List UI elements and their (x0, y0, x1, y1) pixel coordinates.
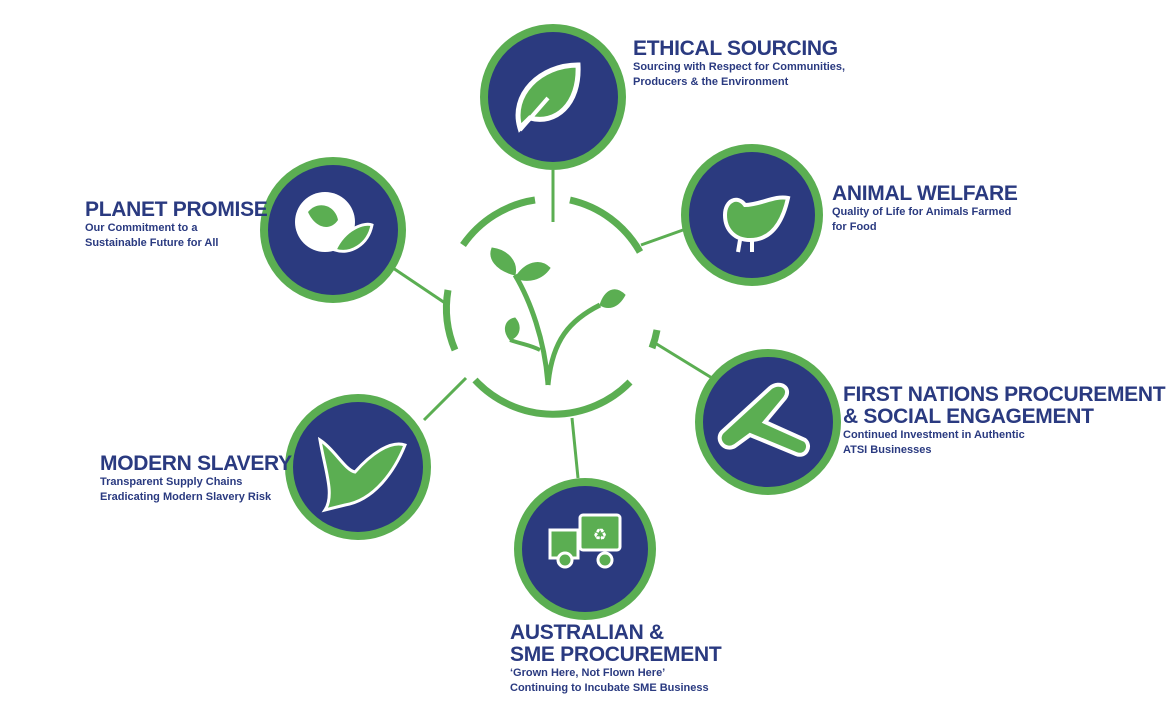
pillar-title: ETHICAL SOURCING (633, 37, 838, 60)
pillar-title: FIRST NATIONS PROCUREMENT (843, 383, 1166, 406)
pillar-subtitle: Transparent Supply Chains (100, 476, 243, 488)
pillar-subtitle: ATSI Businesses (843, 444, 932, 456)
leaf-icon (515, 62, 581, 133)
label-modern-slavery: MODERN SLAVERY Transparent Supply Chains… (100, 453, 292, 505)
circle-first-nations (695, 349, 841, 495)
label-first-nations: FIRST NATIONS PROCUREMENT & SOCIAL ENGAG… (843, 383, 1166, 458)
circle-animal-welfare (681, 144, 823, 286)
sprout-icon (490, 247, 626, 386)
label-australian-sme: AUSTRALIAN & SME PROCUREMENT ‘Grown Here… (510, 621, 722, 696)
pillar-subtitle: Our Commitment to a (85, 222, 198, 234)
pillar-subtitle: ‘Grown Here, Not Flown Here’ (510, 667, 666, 679)
pillar-subtitle: Quality of Life for Animals Farmed (832, 206, 1012, 218)
pillar-subtitle: Continuing to Incubate SME Business (510, 682, 709, 694)
pillar-subtitle: for Food (832, 221, 877, 233)
circle-modern-slavery (285, 394, 431, 540)
pillar-subtitle: Continued Investment in Authentic (843, 429, 1025, 441)
circle-ethical-sourcing (480, 24, 626, 170)
central-ring (442, 196, 661, 418)
label-ethical-sourcing: ETHICAL SOURCING Sourcing with Respect f… (633, 38, 845, 90)
recycling-truck-icon: ♻ (548, 513, 622, 569)
pillar-subtitle: Sourcing with Respect for Communities, (633, 61, 846, 73)
dove-icon (317, 436, 407, 513)
pillar-title: MODERN SLAVERY (100, 452, 292, 475)
connector-lines (389, 170, 713, 479)
bird-icon (722, 195, 791, 253)
label-planet-promise: PLANET PROMISE Our Commitment to a Susta… (85, 198, 268, 251)
svg-text:♻: ♻ (593, 527, 607, 544)
label-animal-welfare: ANIMAL WELFARE Quality of Life for Anima… (832, 183, 1018, 235)
pillar-title: SME PROCUREMENT (510, 643, 722, 666)
pillar-title: & SOCIAL ENGAGEMENT (843, 405, 1094, 428)
boomerang-icon (717, 382, 810, 457)
pillar-subtitle: Eradicating Modern Slavery Risk (100, 491, 272, 503)
pillar-title: PLANET PROMISE (85, 198, 268, 221)
pillar-subtitle: Sustainable Future for All (85, 237, 219, 249)
pillar-title: AUSTRALIAN & (510, 621, 664, 644)
circle-planet-promise (260, 157, 406, 303)
circle-australian-sme: ♻ (514, 478, 656, 620)
pillar-title: ANIMAL WELFARE (832, 182, 1018, 205)
pillar-subtitle: Producers & the Environment (633, 76, 789, 88)
globe-leaf-icon (295, 192, 374, 253)
